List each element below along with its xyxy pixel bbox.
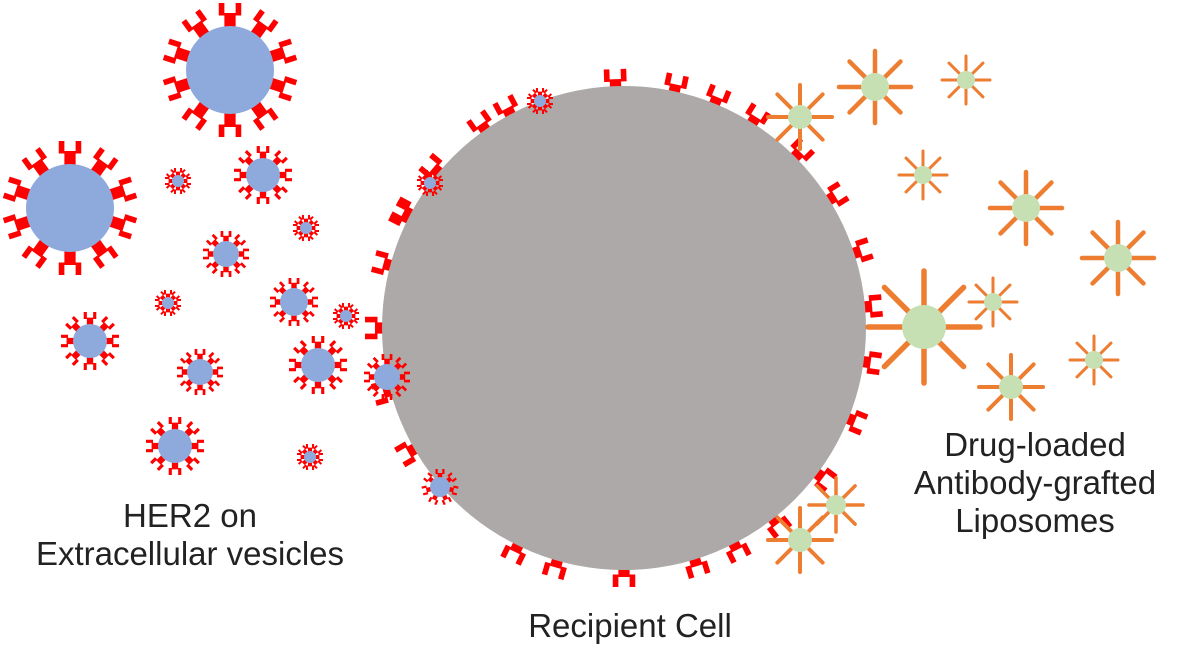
extracellular-vesicle (234, 146, 292, 204)
liposome (977, 353, 1045, 421)
liposome (940, 54, 992, 106)
liposome-body (1104, 244, 1132, 272)
her2-receptor-icon (2, 214, 35, 240)
liposome-body (999, 375, 1023, 399)
her2-receptor-icon (265, 38, 298, 64)
liposomes-label-line-3: Liposomes (955, 502, 1115, 539)
her2-receptor-icon (58, 247, 82, 275)
liposome-body (1085, 351, 1103, 369)
liposomes-label-line-1: Drug-loaded (944, 426, 1126, 463)
her2-receptor-icon (188, 439, 204, 453)
liposome-body (914, 166, 932, 184)
extracellular-vesicle (293, 214, 319, 242)
liposomes-label: Drug-loaded Antibody-grafted Liposomes (890, 426, 1179, 540)
recipient-cell-body (382, 86, 866, 570)
vesicle-body (430, 477, 450, 497)
recipient-cell (382, 86, 866, 570)
vesicle-body (534, 95, 546, 107)
liposome (766, 506, 834, 574)
vesicles-label-line-2: Extracellular vesicles (35, 535, 345, 572)
extracellular-vesicle (289, 336, 347, 394)
liposomes-label-line-2: Antibody-grafted (913, 464, 1157, 501)
vesicle-body (340, 310, 352, 322)
vesicle-body (300, 222, 312, 234)
vesicle-body (186, 26, 274, 114)
her2-receptor-icon (61, 334, 77, 348)
extracellular-vesicle (162, 3, 298, 137)
her2-receptor-icon (88, 236, 119, 269)
vesicle-body (280, 288, 308, 316)
vesicle-body (73, 324, 107, 358)
her2-receptor-icon (162, 38, 195, 64)
her2-receptor-icon (181, 9, 212, 42)
extracellular-vesicle (203, 230, 249, 278)
extracellular-vesicle (2, 141, 138, 275)
vesicle-body (162, 297, 174, 309)
extracellular-vesicle (146, 417, 204, 475)
her2-receptor-icon (527, 96, 537, 106)
extracellular-vesicle (421, 469, 459, 506)
her2-receptor-icon (331, 358, 347, 372)
vesicle-body (213, 241, 239, 267)
vesicles-label-line-1: HER2 on (123, 497, 257, 534)
her2-receptor-icon (105, 176, 138, 202)
liposome-body (788, 105, 812, 129)
liposome-body (826, 495, 846, 515)
vesicle-body (26, 164, 114, 252)
liposome (967, 276, 1019, 328)
her2-receptor-icon (2, 176, 35, 202)
vesicle-body (304, 451, 316, 463)
her2-receptor-icon (88, 147, 119, 180)
her2-receptor-icon (21, 147, 52, 180)
liposome-body (957, 71, 975, 89)
liposome-body (788, 528, 812, 552)
vesicles-label: HER2 on Extracellular vesicles (0, 497, 380, 573)
liposomes (766, 48, 1157, 574)
extracellular-vesicle (165, 167, 191, 195)
extracellular-vesicle (333, 302, 359, 330)
vesicle-body (374, 364, 400, 390)
her2-receptor-icon (265, 76, 298, 102)
extracellular-vesicle (155, 289, 181, 317)
liposome-body (861, 73, 889, 101)
her2-receptor-icon (543, 96, 553, 106)
vesicle-body (172, 175, 184, 187)
her2-receptor-icon (289, 358, 305, 372)
her2-receptor-icon (248, 98, 279, 131)
extracellular-vesicle (527, 87, 553, 115)
extracellular-vesicle (270, 277, 318, 327)
liposome-body (1012, 194, 1040, 222)
extracellular-vesicle (297, 443, 323, 471)
her2-receptor-icon (218, 3, 242, 31)
her2-receptor-icon (248, 9, 279, 42)
liposome (987, 169, 1065, 247)
her2-receptor-icon (105, 214, 138, 240)
her2-receptor-icon (435, 469, 445, 480)
liposome (1079, 219, 1157, 297)
her2-receptor-icon (103, 334, 119, 348)
liposome (865, 268, 983, 386)
vesicle-body (187, 359, 213, 385)
her2-receptor-icon (181, 98, 212, 131)
extracellular-vesicle (177, 348, 223, 396)
extracellular-vesicle (61, 312, 119, 370)
her2-receptor-icon (218, 109, 242, 137)
vesicle-body (424, 177, 436, 189)
vesicle-body (246, 158, 280, 192)
vesicle-body (158, 429, 192, 463)
her2-receptor-icon (58, 141, 82, 169)
liposome-body (984, 293, 1002, 311)
her2-receptor-icon (162, 76, 195, 102)
liposome (897, 149, 949, 201)
liposome (1068, 334, 1120, 386)
her2-receptor-icon (146, 439, 162, 453)
vesicle-body (301, 348, 335, 382)
her2-receptor-icon (21, 236, 52, 269)
extracellular-vesicles (2, 3, 553, 506)
cell-label: Recipient Cell (528, 607, 732, 644)
liposome (766, 83, 834, 151)
liposome (836, 48, 914, 126)
liposome-body (902, 305, 946, 349)
